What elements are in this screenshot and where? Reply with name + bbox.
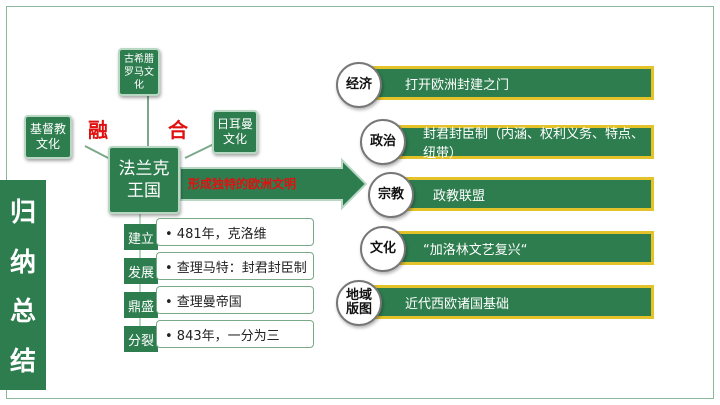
aspect-bar-religion: 政教联盟 [382, 177, 654, 211]
aspect-text: 政教联盟 [433, 188, 486, 204]
vertical-title-char: 归 [9, 198, 36, 229]
timeline-head-founding: 建立 [124, 224, 158, 250]
timeline-head-division: 分裂 [124, 326, 158, 352]
timeline-body-division: • 843年，一分为三 [156, 320, 314, 348]
timeline-head-development: 发展 [124, 258, 158, 284]
vertical-title-char: 结 [9, 346, 36, 377]
connector-left [84, 145, 113, 161]
fusion-char-left: 融 [88, 118, 108, 142]
source-label: 基督教文化 [29, 122, 66, 151]
aspect-circle-territory: 地域版图 [336, 280, 382, 326]
aspect-bar-politics: 封君封臣制（内涵、权利义务、特点、纽带） [372, 125, 654, 161]
connector-right [184, 143, 215, 159]
source-greco-roman-culture: 古希腊罗马文化 [118, 48, 160, 96]
source-germanic-culture: 日耳曼文化 [212, 110, 258, 154]
arrow-label: 形成独特的欧洲文明 [188, 177, 297, 191]
aspect-bar-culture: “加洛林文艺复兴“ [372, 231, 654, 265]
aspect-circle-economy: 经济 [336, 62, 382, 108]
aspect-text: 封君封臣制（内涵、权利义务、特点、纽带） [423, 127, 645, 161]
aspect-text: “加洛林文艺复兴“ [423, 242, 528, 258]
center-label: 法兰克王国 [118, 159, 170, 201]
source-label: 古希腊罗马文化 [124, 53, 154, 91]
source-label: 日耳曼文化 [216, 117, 253, 146]
vertical-title-char: 总 [9, 297, 36, 328]
fusion-char-right: 合 [168, 118, 188, 142]
aspect-circle-culture: 文化 [360, 226, 406, 272]
aspect-text: 打开欧洲封建之门 [405, 77, 510, 93]
aspect-bar-economy: 打开欧洲封建之门 [354, 66, 654, 100]
aspect-bar-territory: 近代西欧诸国基础 [354, 285, 654, 319]
aspect-circle-religion: 宗教 [368, 172, 414, 218]
timeline-body-peak: • 查理曼帝国 [156, 286, 314, 314]
main-arrow [179, 157, 368, 211]
timeline-body-development: • 查理马特：封君封臣制 [156, 252, 314, 280]
timeline-head-peak: 鼎盛 [124, 292, 158, 318]
center-frankish-kingdom: 法兰克王国 [108, 146, 180, 214]
aspect-text: 近代西欧诸国基础 [405, 296, 510, 312]
vertical-title-char: 纳 [9, 247, 36, 278]
timeline-body-founding: • 481年，克洛维 [156, 218, 314, 246]
source-christian-culture: 基督教文化 [24, 115, 72, 159]
vertical-title: 归 纳 总 结 [0, 180, 46, 390]
aspect-circle-politics: 政治 [360, 119, 406, 165]
